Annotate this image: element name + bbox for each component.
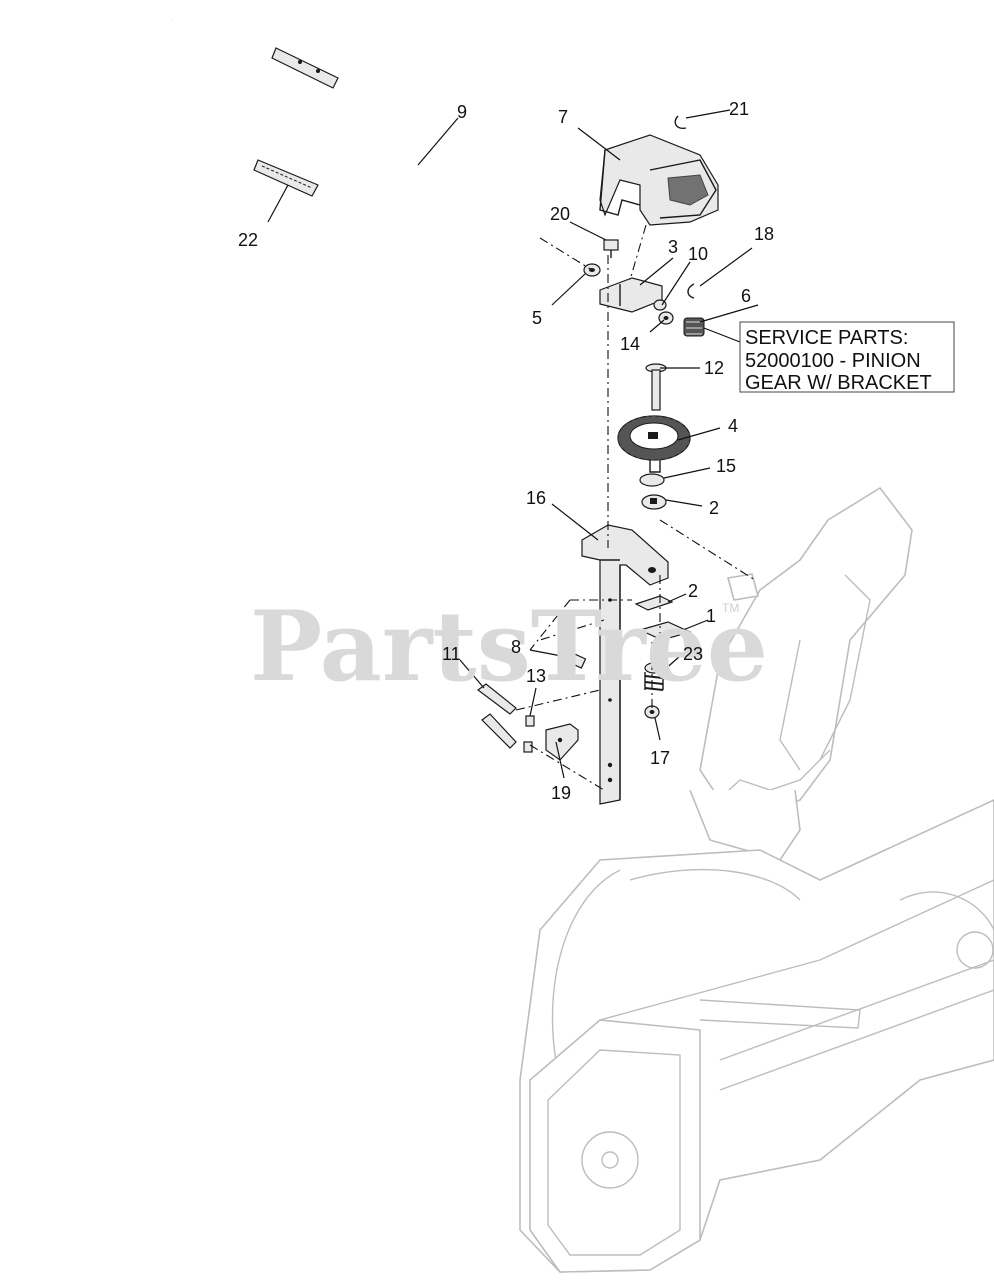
- callout-10: 10: [688, 244, 708, 264]
- callout-9: 9: [457, 102, 467, 122]
- callout-7: 7: [558, 107, 568, 127]
- callout-19: 19: [551, 783, 571, 803]
- callout-13: 13: [526, 666, 546, 686]
- washer-part-2-upper: [641, 494, 667, 510]
- eclip-part-18: [687, 283, 695, 299]
- washer-part-2-lower: [634, 595, 674, 611]
- ghost-housing: [519, 799, 994, 1273]
- plate-part-1: [638, 621, 692, 641]
- rod-grip: [271, 47, 339, 89]
- callout-20: 20: [550, 204, 570, 224]
- bracket-part-3: [599, 277, 663, 313]
- assembly-centerlines: [515, 224, 756, 791]
- watermark: PartsTree TM: [250, 590, 768, 703]
- pinion-gear-part-6: [683, 317, 705, 337]
- nut-part-17: [644, 705, 660, 719]
- service-note-line2: 52000100 - PINION: [745, 350, 921, 372]
- callout-22: 22: [238, 230, 258, 250]
- washer-part-15: [639, 473, 665, 487]
- bracket-part-19: [545, 723, 579, 761]
- callout-5: 5: [532, 308, 542, 328]
- callout-1: 1: [706, 606, 716, 626]
- housing-tab: [726, 573, 760, 601]
- callout-3: 3: [668, 237, 678, 257]
- ghost-chute: [689, 486, 913, 861]
- pin-part-12: [645, 363, 667, 411]
- callout-2-lower: 2: [688, 581, 698, 601]
- bolt-part-11: [477, 683, 517, 749]
- chute-gear-part-4: [617, 415, 691, 473]
- leader-lines: [267, 109, 759, 779]
- watermark-text: PartsTree: [250, 590, 768, 703]
- callout-labels: 9 22 7 21 20 3 10 18 5 14 6 12 4 15 2 16…: [238, 99, 774, 803]
- clip-part-22: [253, 159, 319, 197]
- callout-23: 23: [683, 644, 703, 664]
- pin-part-21: [674, 115, 687, 130]
- callout-17: 17: [650, 748, 670, 768]
- callout-6: 6: [741, 286, 751, 306]
- callout-11: 11: [442, 644, 461, 664]
- callout-8: 8: [511, 637, 521, 657]
- crank-housing-part-7: [599, 134, 719, 226]
- callout-4: 4: [728, 416, 738, 436]
- callout-18: 18: [754, 224, 774, 244]
- callout-15: 15: [716, 456, 736, 476]
- callout-2-upper: 2: [709, 498, 719, 518]
- service-note-box: SERVICE PARTS: 52000100 - PINION GEAR W/…: [739, 321, 955, 394]
- callout-16: 16: [526, 488, 546, 508]
- watermark-trademark: TM: [722, 601, 739, 615]
- support-bracket-part-16: [581, 524, 669, 805]
- screw-part-8: [569, 653, 587, 669]
- callout-12: 12: [704, 358, 724, 378]
- control-rod: [171, 18, 541, 240]
- service-note-line1: SERVICE PARTS:: [745, 327, 908, 349]
- screw-part-20: [603, 239, 619, 258]
- service-note-line3: GEAR W/ BRACKET: [745, 372, 932, 394]
- spring-part-23: [644, 662, 664, 691]
- callout-14: 14: [620, 334, 640, 354]
- callout-21: 21: [729, 99, 749, 119]
